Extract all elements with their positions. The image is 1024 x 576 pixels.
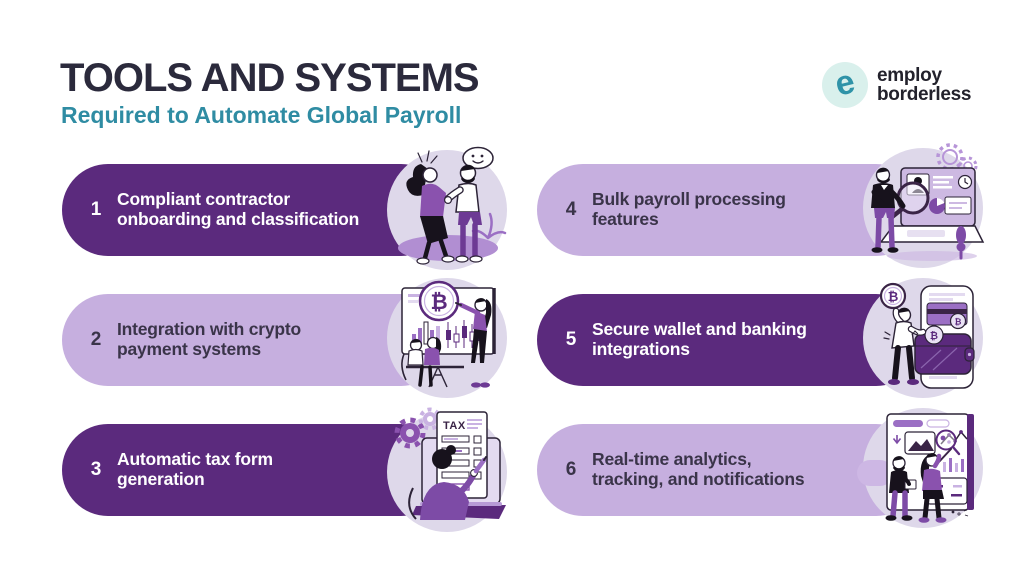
card-6-realtime-analytics: 6 Real-time analytics, tracking, and not… bbox=[537, 402, 987, 534]
card-number: 4 bbox=[565, 199, 577, 220]
card-number: 2 bbox=[90, 329, 102, 350]
pill: 3 Automatic tax form generation bbox=[62, 424, 447, 516]
crypto-payment-presentation-illustration: ₿ bbox=[382, 272, 512, 402]
card-number: 3 bbox=[90, 459, 102, 480]
svg-text:₿: ₿ bbox=[930, 330, 938, 342]
logo-line2: borderless bbox=[877, 84, 972, 105]
svg-text:₿: ₿ bbox=[955, 317, 962, 328]
svg-text:₿: ₿ bbox=[888, 290, 899, 305]
card-4-bulk-payroll: 4 Bulk payroll processing features bbox=[537, 142, 987, 274]
employ-borderless-e-icon: e bbox=[822, 62, 868, 108]
card-label: Real-time analytics, tracking, and notif… bbox=[592, 449, 805, 489]
svg-text:TAX: TAX bbox=[443, 420, 466, 432]
card-number: 5 bbox=[565, 329, 577, 350]
magnifier-payroll-laptop-illustration bbox=[857, 142, 987, 272]
analytics-dashboard-illustration bbox=[857, 402, 987, 532]
card-5-secure-wallet: 5 Secure wallet and banking integrations bbox=[537, 272, 987, 404]
card-number: 6 bbox=[565, 459, 577, 480]
card-number: 1 bbox=[90, 199, 102, 220]
page-subtitle: Required to Automate Global Payroll bbox=[61, 102, 462, 128]
card-1-compliant-onboarding: 1 Compliant contractor onboarding and cl… bbox=[62, 142, 512, 274]
employ-borderless-logo: e employ borderless bbox=[822, 62, 971, 108]
pill: 1 Compliant contractor onboarding and cl… bbox=[62, 164, 447, 256]
pill: 2 Integration with crypto payment system… bbox=[62, 294, 447, 386]
page-title: TOOLS AND SYSTEMS bbox=[60, 56, 480, 100]
card-label: Secure wallet and banking integrations bbox=[592, 319, 807, 359]
logo-text: employ borderless bbox=[877, 66, 971, 104]
card-2-crypto-integration: 2 Integration with crypto payment system… bbox=[62, 272, 512, 404]
tax-form-laptop-illustration: TAX bbox=[382, 402, 512, 532]
bitcoin-wallet-phone-illustration: ₿ ₿ ₿ bbox=[857, 272, 987, 402]
svg-text:₿: ₿ bbox=[430, 290, 447, 314]
card-label: Compliant contractor onboarding and clas… bbox=[117, 189, 360, 229]
handshake-onboarding-illustration bbox=[382, 142, 512, 272]
pill: 4 Bulk payroll processing features bbox=[537, 164, 922, 256]
card-label: Automatic tax form generation bbox=[117, 449, 273, 489]
card-label: Bulk payroll processing features bbox=[592, 189, 786, 229]
pill: 5 Secure wallet and banking integrations bbox=[537, 294, 922, 386]
card-label: Integration with crypto payment systems bbox=[117, 319, 302, 359]
card-3-automatic-tax: 3 Automatic tax form generation TAX bbox=[62, 402, 512, 534]
logo-line1: employ bbox=[877, 65, 942, 86]
